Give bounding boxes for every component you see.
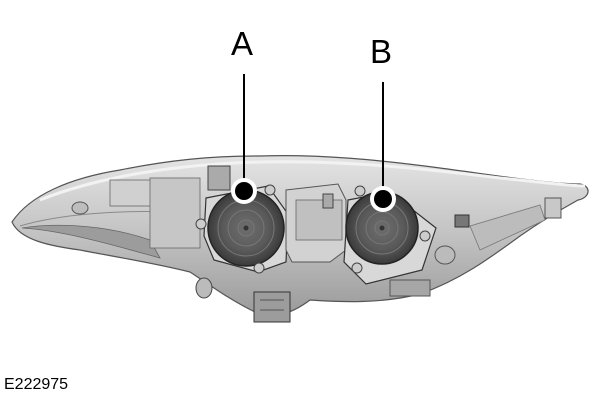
callout-label-b: B [370, 33, 393, 70]
callout-label-a: A [231, 25, 254, 62]
callout-a-dot [235, 182, 253, 200]
callout-b-dot [374, 190, 392, 208]
figure-id: E222975 [4, 376, 69, 393]
